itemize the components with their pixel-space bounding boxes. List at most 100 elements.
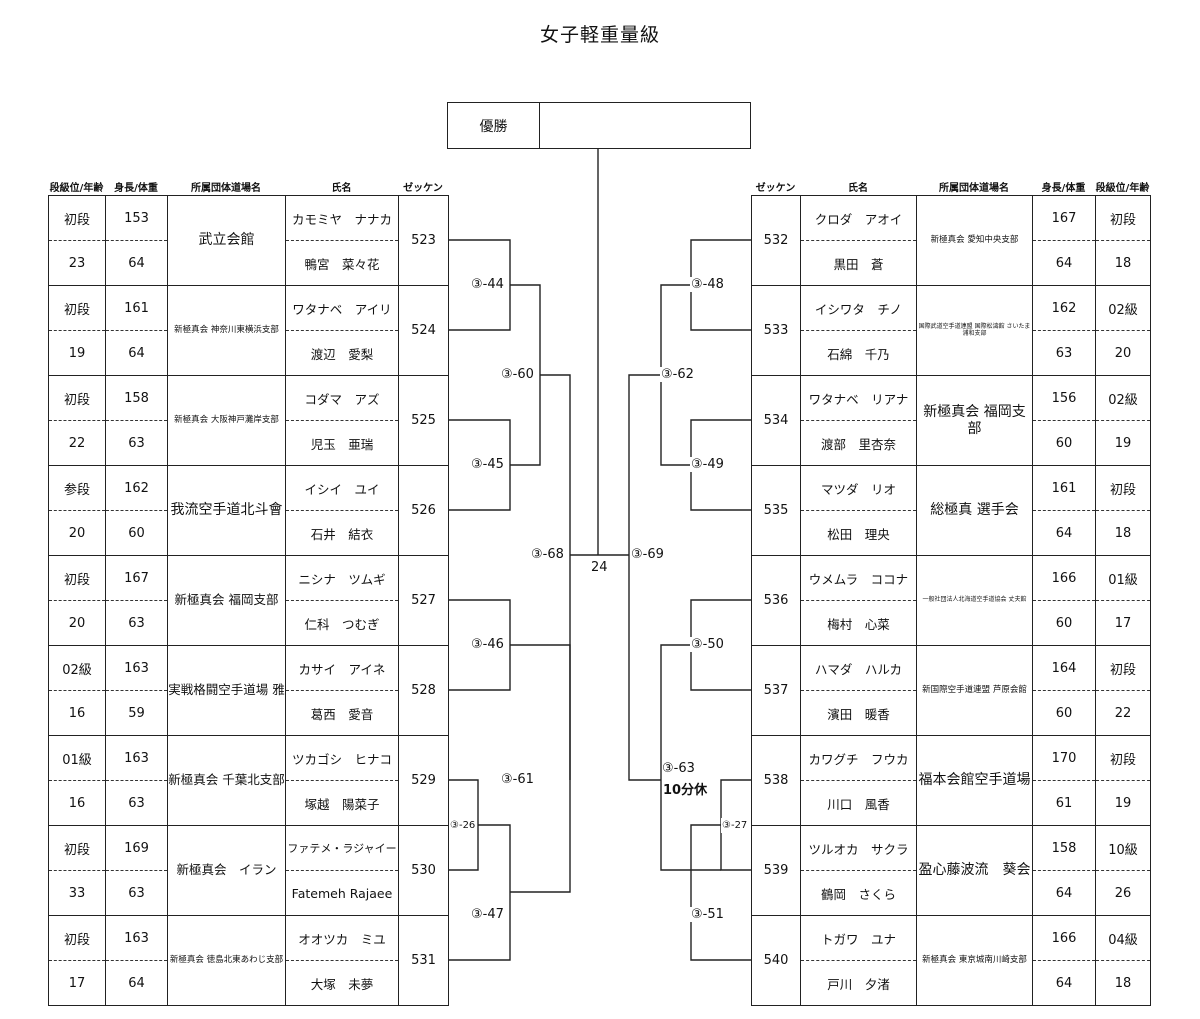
match-label-m60: ③-60 (500, 367, 535, 382)
winner-label: 優勝 (448, 103, 540, 148)
height-cell: 167 (105, 555, 168, 601)
rank-cell: 初段 (48, 555, 106, 601)
bracket-line-m61 (510, 644, 571, 893)
zekken-cell: 530 (398, 825, 449, 916)
header-dojo-right: 所属団体道場名 (939, 183, 1009, 194)
name-kana-cell: ツルオカ サクラ (800, 825, 917, 871)
match-label-m69: ③-69 (630, 547, 665, 562)
dojo-cell: 実戦格闘空手道場 雅 (167, 645, 286, 736)
name-kanji-cell: 松田 理央 (800, 510, 917, 556)
dojo-cell: 新極真会 徳島北東あわじ支部 (167, 915, 286, 1006)
dojo-cell: 新極真会 愛知中央支部 (916, 195, 1033, 286)
rank-cell: 初段 (1095, 195, 1151, 241)
name-kana-cell: カモミヤ ナナカ (285, 195, 399, 241)
name-kana-cell: ニシナ ツムギ (285, 555, 399, 601)
name-kana-cell: ファテメ・ラジャイー (285, 825, 399, 871)
weight-cell: 64 (1032, 960, 1096, 1006)
header-rank-age-right: 段級位/年齢 (1095, 183, 1150, 194)
dojo-cell: 武立会館 (167, 195, 286, 286)
height-cell: 170 (1032, 735, 1096, 781)
name-kanji-cell: 仁科 つむぎ (285, 600, 399, 646)
zekken-cell: 537 (751, 645, 801, 736)
match-label-m61: ③-61 (500, 772, 535, 787)
weight-cell: 61 (1032, 780, 1096, 826)
name-kanji-cell: 鴨宮 菜々花 (285, 240, 399, 286)
bracket-line-m69 (628, 374, 661, 781)
match-label-m49: ③-49 (690, 457, 725, 472)
rank-cell: 10級 (1095, 825, 1151, 871)
zekken-cell: 524 (398, 285, 449, 376)
match-label-m46: ③-46 (470, 637, 505, 652)
height-cell: 162 (1032, 285, 1096, 331)
weight-cell: 60 (1032, 690, 1096, 736)
rank-cell: 04級 (1095, 915, 1151, 961)
name-kanji-cell: 渡部 里杏奈 (800, 420, 917, 466)
age-cell: 19 (1095, 780, 1151, 826)
dojo-cell: 盈心藤波流 葵会 (916, 825, 1033, 916)
bracket-line-m51 (690, 824, 751, 961)
name-kana-cell: カサイ アイネ (285, 645, 399, 691)
height-cell: 169 (105, 825, 168, 871)
age-cell: 16 (48, 690, 106, 736)
match-label-m51: ③-51 (690, 907, 725, 922)
zekken-cell: 525 (398, 375, 449, 466)
zekken-cell: 539 (751, 825, 801, 916)
name-kanji-cell: Fatemeh Rajaee (285, 870, 399, 916)
zekken-cell: 534 (751, 375, 801, 466)
rank-cell: 01級 (1095, 555, 1151, 601)
height-cell: 163 (105, 915, 168, 961)
age-cell: 18 (1095, 510, 1151, 556)
match-label-m26: ③-26 (449, 818, 477, 833)
age-cell: 16 (48, 780, 106, 826)
name-kana-cell: カワグチ フウカ (800, 735, 917, 781)
height-cell: 156 (1032, 375, 1096, 421)
dojo-cell: 新極真会 東京城南川崎支部 (916, 915, 1033, 1006)
header-zekken-left: ゼッケン (403, 183, 443, 194)
final-match-number: 24 (591, 560, 608, 575)
dojo-cell: 新極真会 福岡支部 (916, 375, 1033, 466)
height-cell: 164 (1032, 645, 1096, 691)
name-kanji-cell: 塚越 陽菜子 (285, 780, 399, 826)
zekken-cell: 531 (398, 915, 449, 1006)
name-kana-cell: ハマダ ハルカ (800, 645, 917, 691)
rank-cell: 初段 (48, 285, 106, 331)
age-cell: 19 (48, 330, 106, 376)
height-cell: 167 (1032, 195, 1096, 241)
age-cell: 17 (1095, 600, 1151, 646)
header-name-left: 氏名 (331, 183, 352, 194)
match-label-m63: ③-63 (662, 761, 695, 776)
dojo-cell: 我流空手道北斗會 (167, 465, 286, 556)
height-cell: 163 (105, 735, 168, 781)
rank-cell: 初段 (48, 915, 106, 961)
weight-cell: 63 (1032, 330, 1096, 376)
zekken-cell: 536 (751, 555, 801, 646)
match-label-m44: ③-44 (470, 277, 505, 292)
weight-cell: 64 (105, 960, 168, 1006)
zekken-cell: 540 (751, 915, 801, 1006)
rank-cell: 01級 (48, 735, 106, 781)
rank-cell: 02級 (48, 645, 106, 691)
name-kana-cell: ワタナベ リアナ (800, 375, 917, 421)
name-kanji-cell: 児玉 亜瑞 (285, 420, 399, 466)
header-name-right: 氏名 (848, 183, 868, 194)
zekken-cell: 528 (398, 645, 449, 736)
dojo-cell: 新極真会 福岡支部 (167, 555, 286, 646)
rank-cell: 参段 (48, 465, 106, 511)
